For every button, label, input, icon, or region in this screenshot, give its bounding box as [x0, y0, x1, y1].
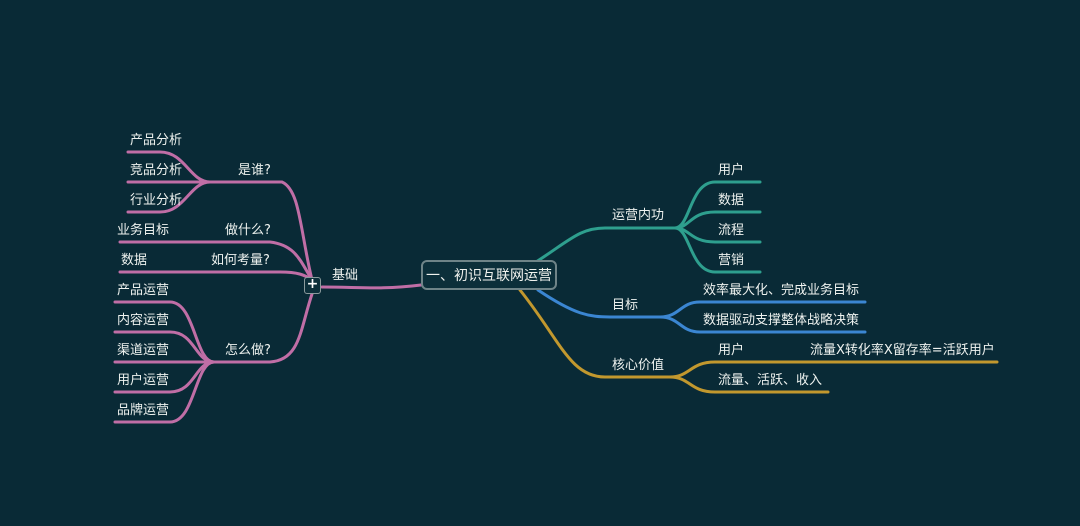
leaf-user-ops[interactable]: 用户运营	[117, 373, 170, 388]
leaf-product-ops[interactable]: 产品运营	[117, 283, 170, 298]
leaf-competitor-analysis[interactable]: 竞品分析	[130, 163, 183, 178]
leaf-product-analysis[interactable]: 产品分析	[130, 133, 183, 148]
leaf-data[interactable]: 数据	[121, 253, 148, 268]
leaf-process[interactable]: 流程	[718, 223, 745, 238]
leaf-core-users-formula: 流量X转化率X留存率=活跃用户	[810, 343, 995, 358]
leaf-industry-analysis[interactable]: 行业分析	[130, 193, 183, 208]
plus-icon: +	[306, 276, 319, 292]
group-who[interactable]: 是谁?	[238, 163, 271, 178]
branch-core-value[interactable]: 核心价值	[612, 358, 665, 373]
leaf-users[interactable]: 用户	[718, 163, 745, 178]
root-node-label: 一、初识互联网运营	[426, 268, 552, 284]
leaf-data-driven[interactable]: 数据驱动支撑整体战略决策	[703, 313, 860, 328]
group-what[interactable]: 做什么?	[225, 223, 271, 238]
leaf-business-goal[interactable]: 业务目标	[117, 223, 170, 238]
branch-ops-skills[interactable]: 运营内功	[612, 208, 665, 223]
leaf-channel-ops[interactable]: 渠道运营	[117, 343, 170, 358]
branch-basics[interactable]: 基础	[332, 268, 359, 283]
leaf-data-right[interactable]: 数据	[718, 193, 745, 208]
group-how[interactable]: 怎么做?	[225, 343, 271, 358]
leaf-marketing[interactable]: 营销	[718, 253, 745, 268]
leaf-brand-ops[interactable]: 品牌运营	[117, 403, 170, 418]
leaf-traffic-active-revenue[interactable]: 流量、活跃、收入	[718, 373, 823, 388]
leaf-core-users[interactable]: 用户	[718, 343, 745, 358]
root-node[interactable]: 一、初识互联网运营	[421, 260, 557, 290]
collapse-toggle-button[interactable]: +	[304, 277, 321, 294]
group-measure[interactable]: 如何考量?	[211, 253, 270, 268]
leaf-content-ops[interactable]: 内容运营	[117, 313, 170, 328]
branch-goals[interactable]: 目标	[612, 298, 639, 313]
leaf-efficiency[interactable]: 效率最大化、完成业务目标	[703, 283, 860, 298]
